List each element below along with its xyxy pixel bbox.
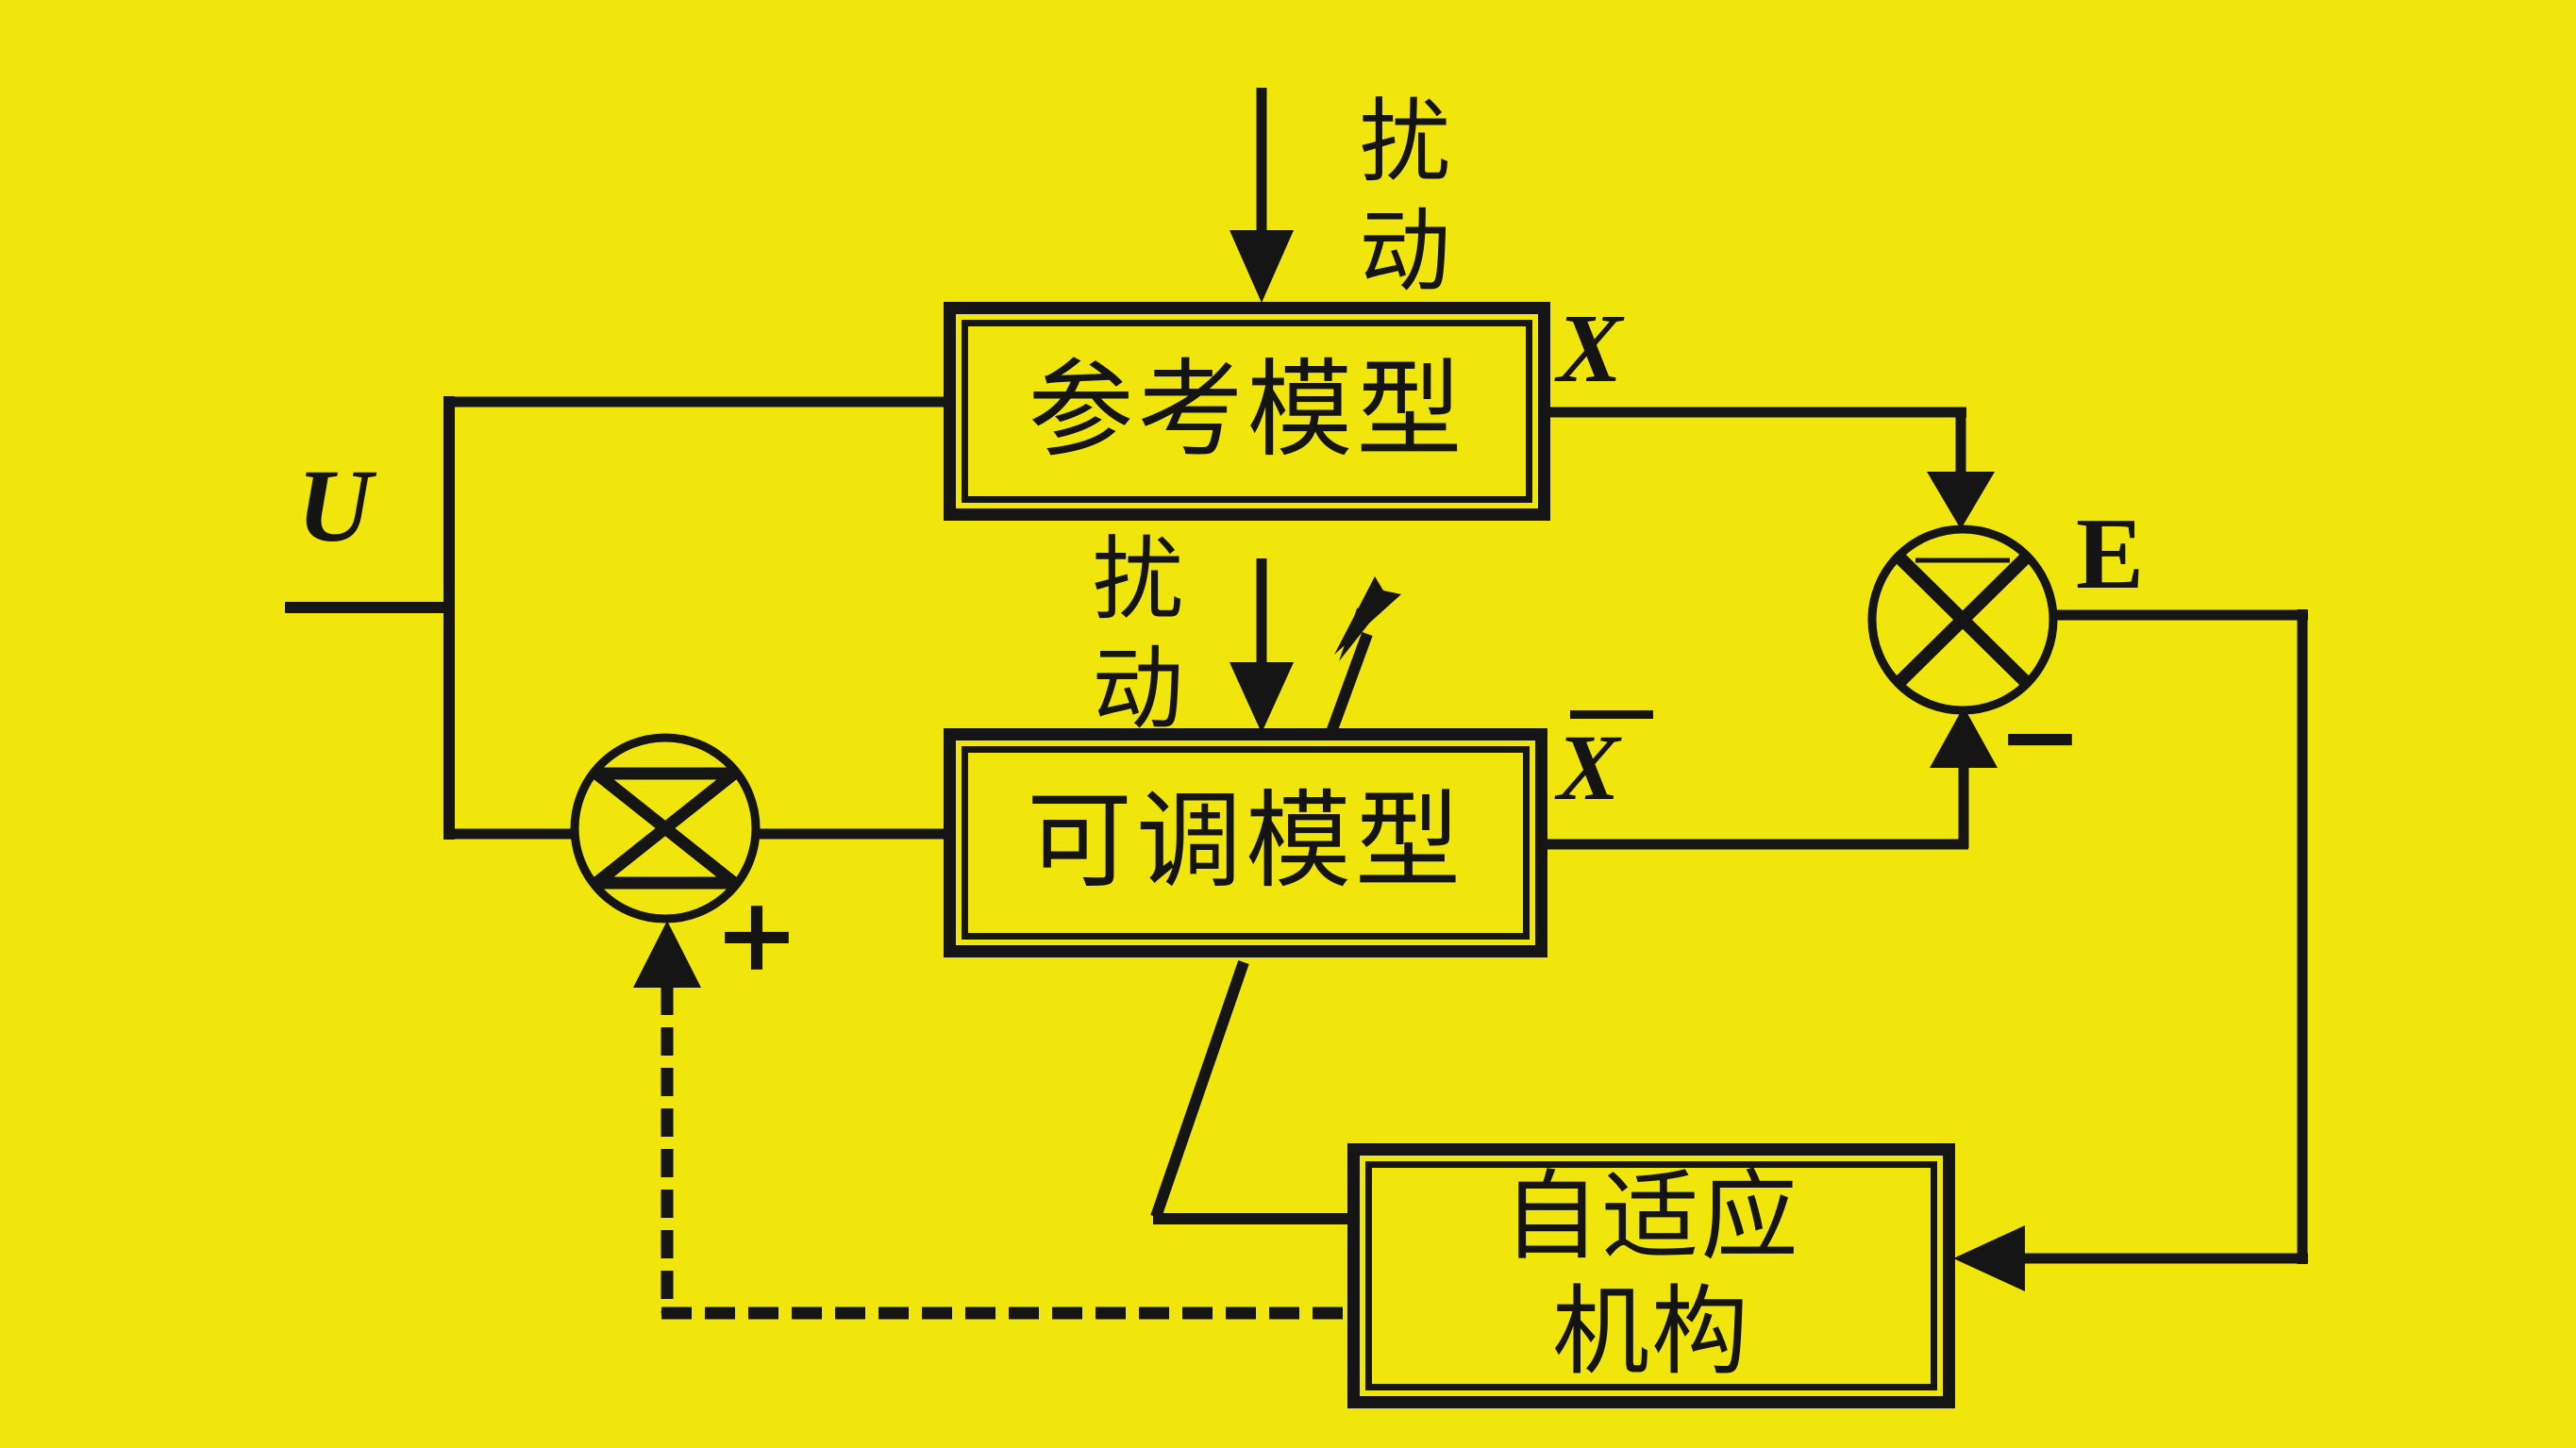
adjustable-model-block: 可调模型 (944, 728, 1547, 957)
error-label: E (2076, 498, 2145, 610)
arrowhead-down-into-adjustable-icon (1229, 662, 1294, 733)
minus-sign: − (1997, 677, 2083, 796)
adaptive-mechanism-label-line2: 机构 (1552, 1278, 1750, 1387)
adaptive-mechanism-block: 自适应 机构 (1347, 1143, 1955, 1408)
adaptive-mechanism-label-line1: 自适应 (1502, 1163, 1800, 1272)
arrowhead-up-into-error-icon (1930, 707, 1998, 768)
adjustable-output-label: X (1557, 715, 1620, 820)
disturbance-out-shaft (1326, 631, 1373, 735)
adjustable-output-overbar (1570, 710, 1653, 719)
arrowhead-left-into-adaptive-icon (1953, 1225, 2025, 1291)
arrowhead-up-into-left-summer-icon (633, 921, 701, 988)
left-junction-diagonal-2 (592, 768, 739, 889)
adjustable-model-label: 可调模型 (1027, 784, 1464, 902)
plus-sign: + (713, 875, 800, 994)
reference-model-block: 参考模型 (944, 302, 1550, 521)
reference-output-label: X (1557, 294, 1623, 403)
adjustable-to-adaptive-diagonal (1150, 960, 1249, 1219)
disturbance-middle-label: 扰动 (1092, 530, 1184, 741)
arrowhead-down-into-reference-icon (1229, 230, 1294, 303)
right-junction-diagonal-2 (1894, 552, 2032, 688)
arrowhead-down-into-error-icon (1927, 472, 1995, 529)
left-summing-junction (570, 733, 761, 924)
input-label: U (297, 448, 373, 563)
reference-model-label: 参考模型 (1028, 352, 1466, 470)
arrowhead-up-disturbance-out-head (1339, 597, 1390, 661)
disturbance-top-label: 扰动 (1359, 92, 1451, 304)
